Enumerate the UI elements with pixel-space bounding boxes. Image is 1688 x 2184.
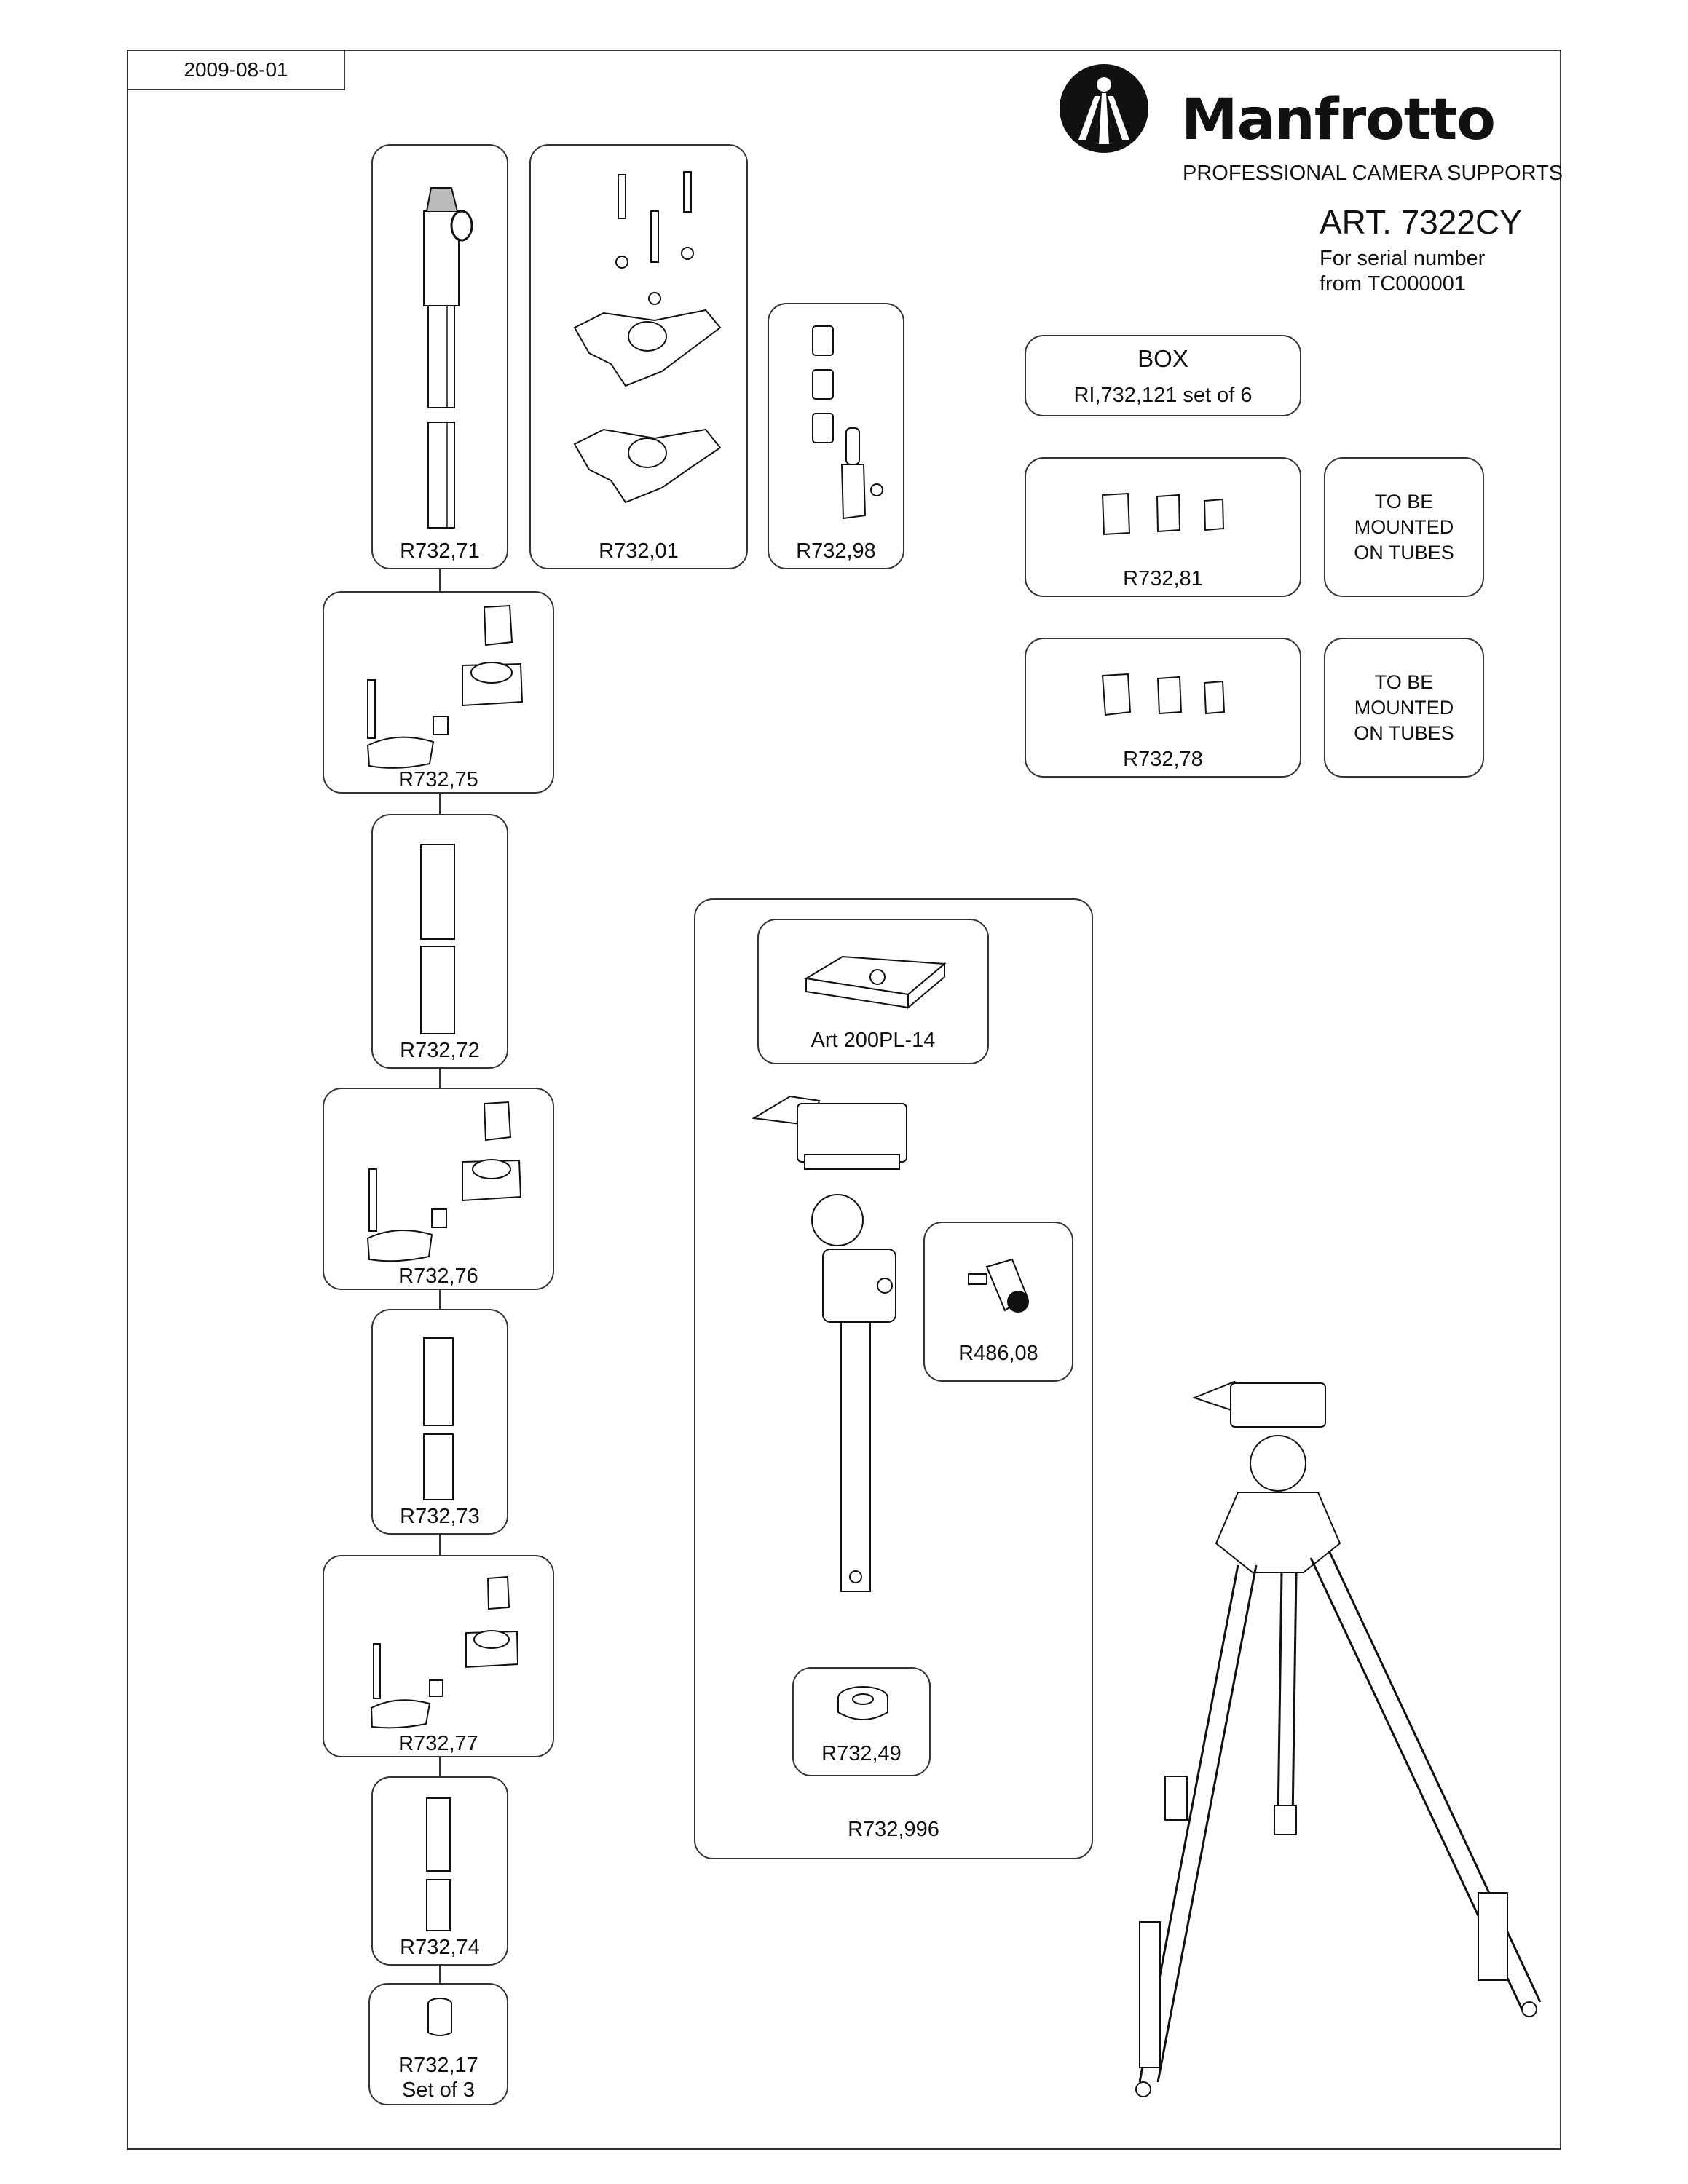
part-art-200pl-14[interactable]: Art 200PL-14 (757, 919, 989, 1064)
part-label: R732,17 (398, 2054, 478, 2077)
part-label: R732,01 (599, 539, 679, 563)
manfrotto-logo-icon (1060, 64, 1148, 153)
part-r732-73[interactable]: R732,73 (371, 1309, 508, 1535)
note-mount-78: TO BE MOUNTED ON TUBES (1324, 638, 1484, 778)
note-line: ON TUBES (1354, 721, 1454, 744)
quick-release-plate-illustration (799, 949, 952, 1015)
part-r732-71[interactable]: R732,71 (371, 144, 508, 569)
leg-tube-72-illustration (415, 837, 466, 1041)
part-label: R732,49 (821, 1742, 902, 1765)
leg-tube-74-illustration (421, 1792, 457, 1938)
part-label: R732,72 (400, 1039, 480, 1062)
assembled-tripod-illustration (1070, 1369, 1551, 2126)
part-label: R732,98 (796, 539, 876, 563)
serial-line-2: from TC000001 (1320, 272, 1466, 296)
ball-head-column-illustration (754, 1075, 943, 1810)
part-label: R732,78 (1123, 748, 1203, 771)
article-code: ART. 7322CY (1320, 203, 1522, 241)
leg-lock-clips-illustration (805, 319, 886, 537)
note-line: MOUNTED (1354, 515, 1454, 538)
collar-illustration (834, 1683, 892, 1727)
serial-line-1: For serial number (1320, 247, 1486, 270)
group-label: R732,996 (848, 1818, 939, 1841)
part-label: R732,73 (400, 1505, 480, 1528)
leg-lock-76-illustration (353, 1096, 528, 1264)
note-line: ON TUBES (1354, 541, 1454, 563)
part-r732-75[interactable]: R732,75 (323, 591, 554, 794)
part-r732-76[interactable]: R732,76 (323, 1088, 554, 1290)
part-label: R732,77 (398, 1732, 478, 1755)
knob-illustration (961, 1252, 1041, 1325)
document-date: 2009-08-01 (127, 50, 345, 90)
part-r732-74[interactable]: R732,74 (371, 1776, 508, 1966)
leg-tube-73-illustration (418, 1332, 462, 1507)
brand-name: Manfrotto (1181, 87, 1496, 153)
part-r732-72[interactable]: R732,72 (371, 814, 508, 1069)
note-line: TO BE (1374, 490, 1434, 513)
part-label: R486,08 (958, 1342, 1038, 1365)
part-label: R732,71 (400, 539, 480, 563)
part-box[interactable]: BOX RI,732,121 set of 6 (1025, 335, 1301, 416)
box-title: BOX (1137, 345, 1188, 372)
center-column-top-illustration (409, 182, 475, 531)
part-label: R732,76 (398, 1265, 478, 1288)
serial-info: For serial number from TC000001 (1320, 246, 1485, 297)
part-r732-49[interactable]: R732,49 (792, 1667, 931, 1776)
leg-lock-77-illustration (353, 1564, 528, 1731)
tube-clips-81-illustration (1095, 488, 1241, 539)
spider-assembly-illustration (560, 167, 727, 531)
part-r732-17[interactable]: R732,17 Set of 3 (368, 1983, 508, 2105)
note-line: MOUNTED (1354, 696, 1454, 719)
part-r486-08[interactable]: R486,08 (923, 1222, 1073, 1382)
part-r732-01[interactable]: R732,01 (529, 144, 748, 569)
drawing-frame (127, 50, 1561, 2150)
brand-tagline: PROFESSIONAL CAMERA SUPPORTS (1183, 162, 1563, 185)
part-label: R732,81 (1123, 567, 1203, 590)
tube-clips-78-illustration (1095, 670, 1241, 721)
foot-illustration (424, 1996, 456, 2040)
part-r732-81[interactable]: R732,81 (1025, 457, 1301, 597)
part-r732-78[interactable]: R732,78 (1025, 638, 1301, 778)
box-code: RI,732,121 set of 6 (1073, 384, 1253, 407)
leg-lock-75-illustration (353, 600, 528, 767)
note-line: TO BE (1374, 670, 1434, 693)
part-r732-77[interactable]: R732,77 (323, 1555, 554, 1757)
note-mount-81: TO BE MOUNTED ON TUBES (1324, 457, 1484, 597)
part-r732-98[interactable]: R732,98 (768, 303, 904, 569)
part-label: R732,74 (400, 1936, 480, 1959)
part-label: R732,75 (398, 768, 478, 791)
part-label: Art 200PL-14 (811, 1029, 936, 1052)
part-label-qty: Set of 3 (402, 2078, 475, 2102)
